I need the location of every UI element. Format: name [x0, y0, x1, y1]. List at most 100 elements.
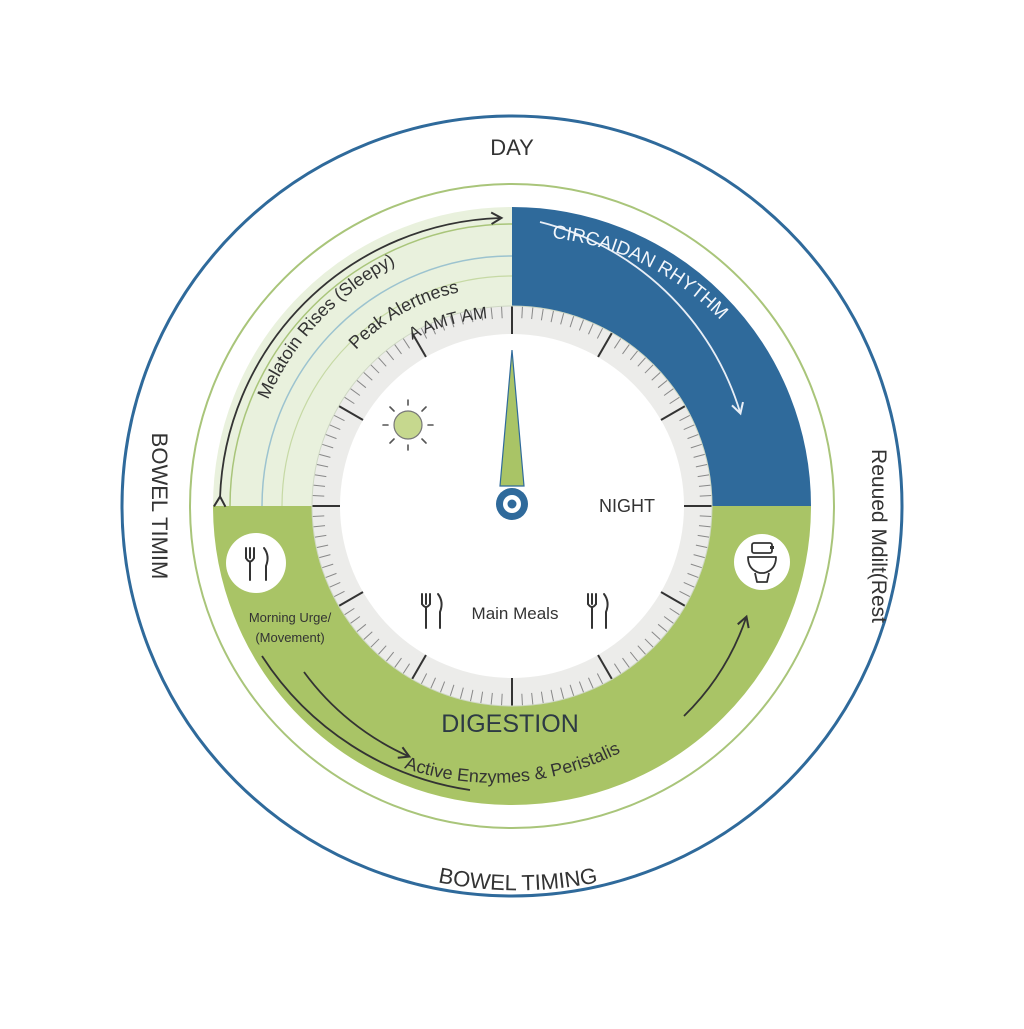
minor-tick	[693, 554, 706, 559]
minor-tick	[690, 443, 703, 449]
minor-tick	[596, 327, 604, 339]
minor-tick	[637, 357, 647, 367]
minor-tick	[333, 590, 345, 598]
minor-tick	[644, 364, 654, 374]
minor-tick	[698, 484, 711, 487]
minor-tick	[430, 677, 436, 689]
clock-needle	[496, 349, 528, 520]
minor-tick	[377, 645, 387, 655]
minor-tick	[550, 689, 555, 702]
minor-tick	[480, 691, 484, 704]
minor-tick	[657, 379, 668, 389]
major-tick	[597, 654, 613, 680]
minor-tick	[329, 582, 341, 588]
minor-tick	[569, 684, 575, 697]
minor-tick	[613, 663, 622, 675]
inner-white-ring	[211, 205, 813, 807]
minor-tick	[402, 663, 411, 675]
minor-tick	[521, 306, 523, 319]
minor-tick	[325, 572, 337, 579]
minor-tick	[687, 572, 699, 579]
minor-tick	[439, 681, 446, 693]
digestion-label: DIGESTION	[441, 710, 579, 738]
minor-tick	[385, 651, 395, 662]
minor-tick	[356, 623, 367, 633]
minor-tick	[693, 453, 706, 458]
fork-knife-icon	[421, 593, 443, 629]
minor-tick	[637, 645, 647, 655]
outer-ring	[120, 114, 904, 898]
minor-tick	[622, 657, 630, 669]
minor-tick	[687, 433, 699, 440]
minor-tick	[588, 677, 594, 689]
fork-knife-icon	[226, 533, 286, 593]
minor-tick	[531, 307, 534, 320]
minor-tick	[669, 607, 681, 616]
minor-tick	[629, 651, 639, 662]
minor-tick	[698, 525, 711, 528]
minor-tick	[349, 616, 361, 624]
minor-tick	[490, 692, 493, 705]
fork-knife-icon	[587, 593, 609, 629]
day-label: DAY	[490, 135, 534, 160]
minor-tick	[312, 515, 325, 517]
major-tick	[411, 654, 427, 680]
minor-tick	[695, 463, 708, 468]
minor-tick	[622, 343, 630, 355]
minor-tick	[651, 371, 661, 381]
major-tick	[660, 405, 686, 421]
minor-tick	[679, 590, 691, 598]
minor-tick	[318, 554, 331, 559]
minor-tick	[657, 623, 668, 633]
movement-label: (Movement)	[255, 630, 324, 645]
minor-tick	[697, 474, 710, 478]
main-meals-label: Main Meals	[472, 604, 559, 623]
minor-tick	[569, 315, 575, 328]
rest-side-label: Reuued Mdilt(Rest	[867, 449, 890, 623]
night-label: NIGHT	[599, 496, 655, 516]
digestion-arrow	[683, 614, 750, 717]
minor-tick	[521, 693, 523, 706]
minor-tick	[531, 692, 534, 705]
minor-tick	[690, 563, 703, 569]
minor-tick	[651, 631, 661, 641]
minor-tick	[469, 689, 474, 702]
minor-tick	[370, 638, 380, 648]
minor-tick	[459, 687, 464, 700]
minor-tick	[669, 396, 681, 405]
bowel-arc-left	[261, 655, 471, 791]
minor-tick	[343, 607, 355, 616]
major-tick	[597, 332, 613, 358]
bowel-timim-side-label: BOWEL TIMIM	[147, 433, 172, 580]
minor-tick	[313, 525, 326, 528]
minor-tick	[697, 534, 710, 538]
minor-tick	[540, 691, 544, 704]
sun-icon	[382, 399, 434, 451]
minor-tick	[363, 631, 373, 641]
minor-tick	[501, 306, 503, 319]
day-arc-arrow	[213, 211, 504, 508]
minor-tick	[683, 424, 695, 430]
toilet-icon	[734, 534, 790, 590]
minor-tick	[314, 534, 327, 538]
night-arc-arrow	[539, 221, 744, 416]
minor-tick	[550, 310, 555, 323]
minor-tick	[321, 563, 334, 569]
minor-tick	[695, 544, 708, 549]
minor-tick	[540, 308, 544, 321]
minor-tick	[588, 323, 594, 335]
green-outer-ring	[189, 183, 835, 829]
major-tick	[338, 591, 364, 607]
morning-urge-label: Morning Urge/	[249, 610, 332, 625]
minor-tick	[699, 495, 712, 497]
minor-tick	[560, 687, 565, 700]
minor-tick	[449, 684, 455, 697]
minor-tick	[316, 544, 329, 549]
minor-tick	[578, 319, 585, 331]
minor-tick	[596, 673, 604, 685]
minor-tick	[312, 495, 325, 497]
minor-tick	[679, 414, 691, 422]
major-tick	[660, 591, 686, 607]
